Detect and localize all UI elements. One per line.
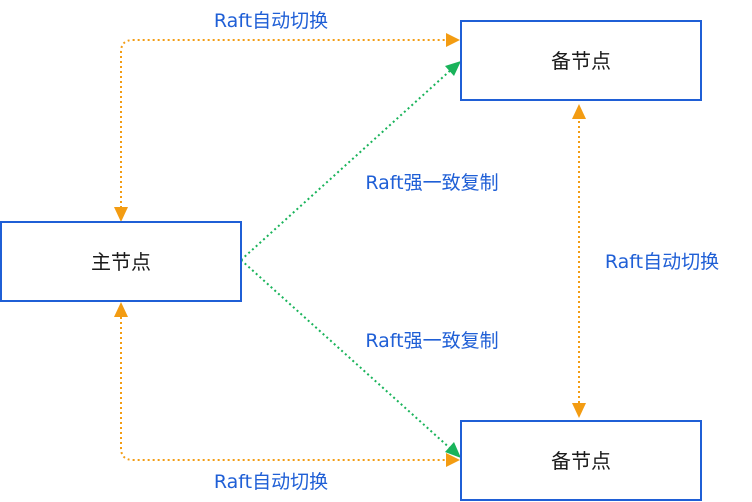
node-primary-label: 主节点 — [91, 250, 151, 274]
node-standby-top: 备节点 — [460, 20, 702, 101]
arrowhead — [446, 453, 460, 467]
node-standby-top-label: 备节点 — [551, 49, 611, 73]
node-primary: 主节点 — [0, 221, 242, 302]
arrowhead — [446, 33, 460, 47]
edge-label-replication-top: Raft强一致复制 — [365, 172, 498, 194]
arrowhead — [445, 442, 461, 458]
arrowhead — [572, 403, 586, 418]
edge-label-failover-standby: Raft自动切换 — [605, 251, 719, 273]
arrowhead — [114, 207, 128, 222]
edge-label-replication-bottom: Raft强一致复制 — [365, 330, 498, 352]
edge-replication-top — [240, 61, 461, 261]
arrowhead — [445, 61, 461, 76]
edge-replication-bottom — [240, 259, 461, 458]
node-standby-bottom: 备节点 — [460, 420, 702, 501]
edge-failover-top — [114, 33, 460, 222]
arrowhead — [572, 104, 586, 119]
edge-label-failover-top: Raft自动切换 — [214, 10, 328, 32]
edge-failover-standby — [572, 104, 586, 418]
edge-label-failover-bottom: Raft自动切换 — [214, 471, 328, 493]
arrowhead — [114, 302, 128, 317]
edge-failover-bottom — [114, 302, 460, 467]
node-standby-bottom-label: 备节点 — [551, 449, 611, 473]
